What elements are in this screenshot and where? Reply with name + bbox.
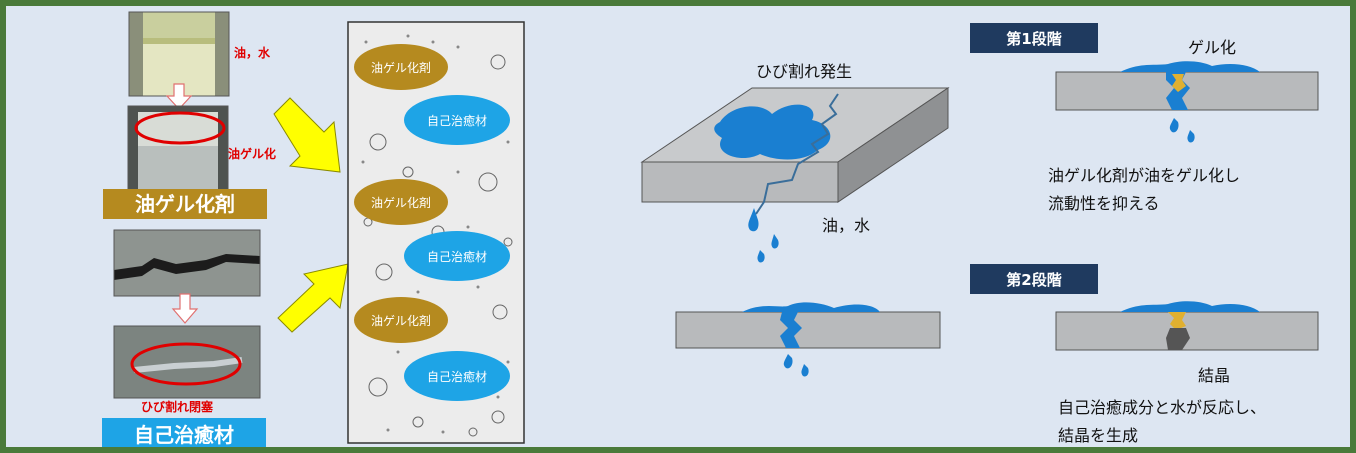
oil-gelling-agent-pill-1: 油ゲル化剤 [354,44,448,90]
down-arrow-1 [165,83,193,110]
stage1-badge: 第1段階 [970,23,1098,53]
oil-gelling-agent-banner: 油ゲル化剤 [103,189,267,219]
cracked-slab-3d [640,87,950,263]
cracked-slab-cross-section [675,302,941,377]
stage1-cross-section [1055,61,1319,143]
crack-closed-label: ひび割れ閉塞 [141,400,214,414]
oil-gelling-agent-pill-2: 油ゲル化剤 [354,179,448,225]
oil-water-drip-label: 油，水 [822,216,871,235]
stage2-desc-line2: 結晶を生成 [1058,426,1139,445]
crack-occurrence-title: ひび割れ発生 [756,62,853,81]
oil-gelling-agent-pill-3: 油ゲル化剤 [354,297,448,343]
yellow-arrow-lower [277,263,349,333]
healed-crack-photo [113,325,261,399]
self-healing-material-banner: 自己治癒材 [102,418,266,447]
stage2-cross-section [1055,301,1319,351]
down-arrow-2 [171,293,199,324]
stage1-gel-caption: ゲル化 [1188,38,1237,57]
oil-gel-photo [127,105,229,191]
self-healing-pill-2: 自己治癒材 [404,231,510,281]
stage2-desc-line1: 自己治癒成分と水が反応し、 [1058,398,1267,417]
stage2-crystal-caption: 結晶 [1198,366,1231,385]
stage1-desc-line1: 油ゲル化剤が油をゲル化し [1048,166,1241,185]
self-healing-pill-3: 自己治癒材 [404,351,510,401]
crack-photo [113,229,261,297]
self-healing-pill-1: 自己治癒材 [404,95,510,145]
oil-gel-label: 油ゲル化 [228,147,277,161]
oil-water-photo [128,11,230,97]
stage1-desc-line2: 流動性を抑える [1048,194,1160,213]
oil-water-label: 油，水 [234,46,271,60]
yellow-arrow-upper [273,97,341,173]
stage2-badge: 第2段階 [970,264,1098,294]
